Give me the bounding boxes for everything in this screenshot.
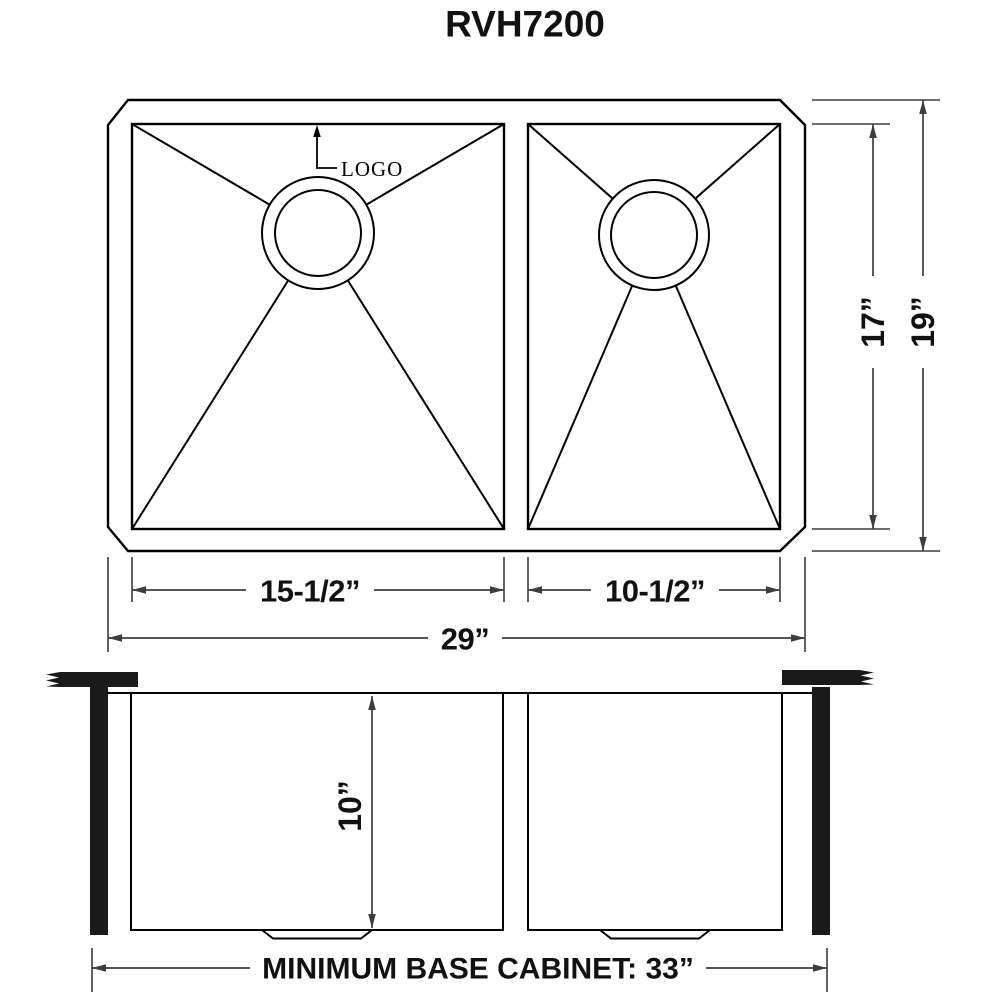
dim-label-overall-width: 29” [441,622,489,657]
dim-label-min-base-cabinet: MINIMUM BASE CABINET: 33” [262,953,694,986]
left-bowl-slope-lines [131,123,505,530]
left-drain [261,176,375,290]
top-view: LOGO 15-1/2” 10-1/2” 29” [106,98,946,658]
dim-label-right-bowl-width: 10-1/2” [605,574,705,609]
left-bowl-section [130,693,504,931]
right-cabinet-bar [812,687,830,935]
right-bowl-slope-lines [527,123,781,530]
left-cabinet-bar [90,687,108,935]
left-bowl [130,122,506,531]
left-countertop-bar [46,672,138,687]
side-view: 10” MINIMUM BASE CABINET: 33” [46,670,874,992]
sink-outer-rim [106,98,807,553]
extension-lines-right [812,99,940,552]
logo-label: LOGO [341,157,403,181]
page-title: RVH7200 [445,4,605,45]
right-countertop-bar [782,670,874,685]
right-drain [598,179,710,291]
logo-callout: LOGO [313,125,403,181]
left-drain-recess [261,929,373,940]
dim-label-bowl-front-to-back: 17” [855,296,891,348]
dim-label-bowl-depth: 10” [332,780,368,832]
right-bowl [526,122,782,531]
right-drain-recess [599,929,711,940]
right-bowl-section [527,693,783,931]
leader-arrow-icon [313,125,321,137]
dim-label-left-bowl-width: 15-1/2” [260,574,360,609]
dim-label-overall-front-to-back: 19” [905,296,941,348]
